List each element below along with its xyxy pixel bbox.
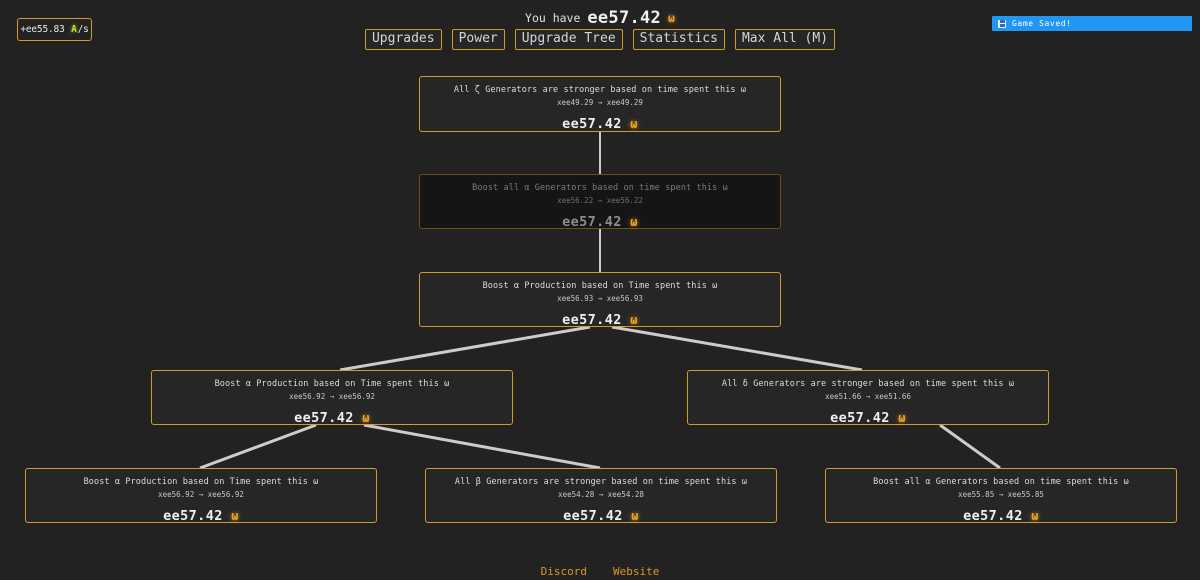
currency-display: You have ee57.42 ω — [0, 8, 1200, 28]
omega-icon: ω — [668, 11, 675, 25]
omega-icon: ω — [630, 117, 638, 131]
upgrade-description: Boost α Production based on Time spent t… — [214, 379, 450, 389]
currency-label: You have — [525, 11, 581, 25]
upgrade-effect: xee56.93 → xee56.93 — [557, 294, 643, 303]
tab-power[interactable]: Power — [451, 29, 505, 50]
upgrade-node-n7[interactable]: All β Generators are stronger based on t… — [425, 468, 777, 524]
upgrade-cost-value: ee57.42 — [562, 116, 631, 132]
upgrade-effect: xee56.92 → xee56.92 — [158, 490, 244, 499]
upgrade-description: Boost all α Generators based on time spe… — [472, 183, 728, 193]
upgrade-effect: xee49.29 → xee49.29 — [557, 98, 643, 107]
upgrade-cost: ee57.42 ω — [163, 508, 239, 524]
omega-icon: ω — [1031, 509, 1039, 523]
upgrade-node-n3[interactable]: Boost α Production based on Time spent t… — [419, 272, 781, 328]
upgrade-effect: xee56.22 → xee56.22 — [557, 196, 643, 205]
upgrade-cost-value: ee57.42 — [294, 410, 363, 426]
tab-upgrade-tree[interactable]: Upgrade Tree — [514, 29, 623, 50]
upgrade-node-n8[interactable]: Boost all α Generators based on time spe… — [825, 468, 1177, 524]
tab-upgrades[interactable]: Upgrades — [364, 29, 442, 50]
upgrade-description: Boost α Production based on Time spent t… — [83, 477, 319, 487]
upgrade-node-n2[interactable]: Boost all α Generators based on time spe… — [419, 174, 781, 230]
omega-icon: ω — [631, 509, 639, 523]
omega-icon: ω — [231, 509, 239, 523]
upgrade-cost: ee57.42 ω — [562, 214, 638, 230]
tab-bar: Upgrades Power Upgrade Tree Statistics M… — [0, 29, 1200, 50]
upgrade-node-n1[interactable]: All ζ Generators are stronger based on t… — [419, 76, 781, 132]
antimatter-icon: A — [71, 24, 77, 35]
game-saved-toast: Game Saved! — [992, 16, 1192, 31]
upgrade-cost: ee57.42 ω — [562, 116, 638, 132]
upgrade-node-n5[interactable]: All δ Generators are stronger based on t… — [687, 370, 1049, 426]
upgrade-cost-value: ee57.42 — [562, 214, 631, 230]
upgrade-node-n6[interactable]: Boost α Production based on Time spent t… — [25, 468, 377, 524]
upgrade-description: All ζ Generators are stronger based on t… — [453, 85, 747, 95]
upgrade-cost-value: ee57.42 — [830, 410, 899, 426]
tree-link-n4-n6 — [199, 423, 317, 470]
upgrade-cost: ee57.42 ω — [563, 508, 639, 524]
production-rate-unit: /s — [77, 24, 89, 35]
currency-amount: ee57.42 — [587, 8, 662, 28]
omega-icon: ω — [898, 411, 906, 425]
tree-link-n5-n8 — [939, 423, 1001, 470]
upgrade-cost-value: ee57.42 — [562, 312, 631, 328]
save-icon — [998, 19, 1006, 28]
toast-message: Game Saved! — [1012, 19, 1072, 28]
omega-icon: ω — [362, 411, 370, 425]
upgrade-effect: xee51.66 → xee51.66 — [825, 392, 911, 401]
tab-statistics[interactable]: Statistics — [632, 29, 725, 50]
omega-icon: ω — [630, 215, 638, 229]
button-max-all[interactable]: Max All (M) — [734, 29, 836, 50]
upgrade-cost: ee57.42 ω — [963, 508, 1039, 524]
production-rate-value: + — [20, 24, 26, 35]
upgrade-description: All δ Generators are stronger based on t… — [721, 379, 1015, 389]
omega-icon: ω — [630, 313, 638, 327]
tree-link-n3-n4 — [339, 325, 591, 372]
upgrade-cost-value: ee57.42 — [163, 508, 232, 524]
tree-link-n3-n5 — [611, 325, 863, 372]
upgrade-description: Boost all α Generators based on time spe… — [873, 477, 1129, 487]
upgrade-description: All β Generators are stronger based on t… — [454, 477, 748, 487]
upgrade-cost: ee57.42 ω — [294, 410, 370, 426]
link-website[interactable]: Website — [613, 565, 660, 578]
link-discord[interactable]: Discord — [540, 565, 587, 578]
production-rate-number: ee55.83 — [25, 24, 65, 35]
production-rate-indicator: +ee55.83 A/s — [17, 18, 92, 41]
upgrade-effect: xee55.85 → xee55.85 — [958, 490, 1044, 499]
footer-links: Discord Website — [0, 565, 1200, 580]
upgrade-effect: xee54.28 → xee54.28 — [558, 490, 644, 499]
upgrade-effect: xee56.92 → xee56.92 — [289, 392, 375, 401]
upgrade-cost-value: ee57.42 — [563, 508, 632, 524]
upgrade-cost: ee57.42 ω — [562, 312, 638, 328]
tree-link-n4-n7 — [363, 423, 601, 470]
upgrade-node-n4[interactable]: Boost α Production based on Time spent t… — [151, 370, 513, 426]
upgrade-cost-value: ee57.42 — [963, 508, 1032, 524]
upgrade-description: Boost α Production based on Time spent t… — [482, 281, 718, 291]
upgrade-cost: ee57.42 ω — [830, 410, 906, 426]
